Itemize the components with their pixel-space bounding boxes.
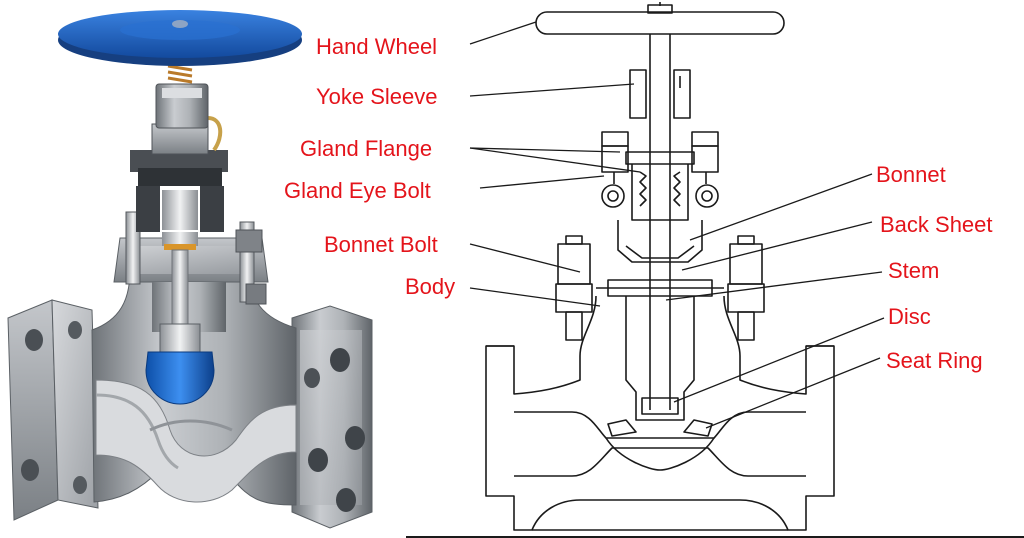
- label-body: Body: [405, 274, 456, 299]
- valve-line-drawing: [485, 2, 835, 531]
- leader-yoke-sleeve: [469, 83, 635, 97]
- body-drawing: [485, 295, 835, 531]
- leader-lines: [469, 21, 885, 429]
- gland-yoke-3d: [130, 116, 228, 250]
- left-flange: [7, 299, 99, 521]
- yoke-sleeve-3d: [155, 58, 209, 129]
- bonnet-drawing: [596, 220, 724, 297]
- label-stem: Stem: [888, 258, 940, 283]
- valve-3d-cutaway: [7, 10, 373, 529]
- disc-drawing: [607, 296, 713, 437]
- leader-stem: [665, 271, 883, 301]
- leader-disc: [673, 317, 885, 403]
- label-disc: Disc: [888, 304, 931, 329]
- leader-body: [469, 287, 601, 307]
- label-gland-flange: Gland Flange: [300, 136, 433, 161]
- label-back-sheet: Back Sheet: [880, 212, 993, 237]
- hand-wheel-3d: [58, 10, 302, 66]
- right-flange: [291, 305, 373, 529]
- leader-gland-flange-a: [469, 147, 621, 153]
- label-bonnet-bolt: Bonnet Bolt: [324, 232, 438, 257]
- stem-drawing: [649, 34, 671, 410]
- label-seat-ring: Seat Ring: [886, 348, 983, 373]
- bonnet-bolts-drawing: [555, 235, 765, 341]
- yoke-sleeve-drawing: [629, 69, 691, 119]
- label-yoke-sleeve: Yoke Sleeve: [316, 84, 438, 109]
- leader-seat-ring: [705, 357, 881, 429]
- label-bonnet: Bonnet: [876, 162, 946, 187]
- leader-back-sheet: [681, 221, 873, 271]
- disc-3d: [145, 323, 215, 405]
- leader-gland-flange-b: [469, 147, 641, 173]
- leader-hand-wheel: [469, 21, 537, 45]
- hand-wheel-drawing: [535, 2, 785, 35]
- label-hand-wheel: Hand Wheel: [316, 34, 438, 59]
- label-gland-eye-bolt: Gland Eye Bolt: [284, 178, 431, 203]
- leader-bonnet-bolt: [469, 243, 581, 273]
- brass-packing-ring: [164, 244, 196, 250]
- leader-bonnet: [689, 173, 873, 241]
- gland-flange-drawing: [601, 131, 719, 221]
- leader-gland-eye-bolt: [479, 175, 605, 189]
